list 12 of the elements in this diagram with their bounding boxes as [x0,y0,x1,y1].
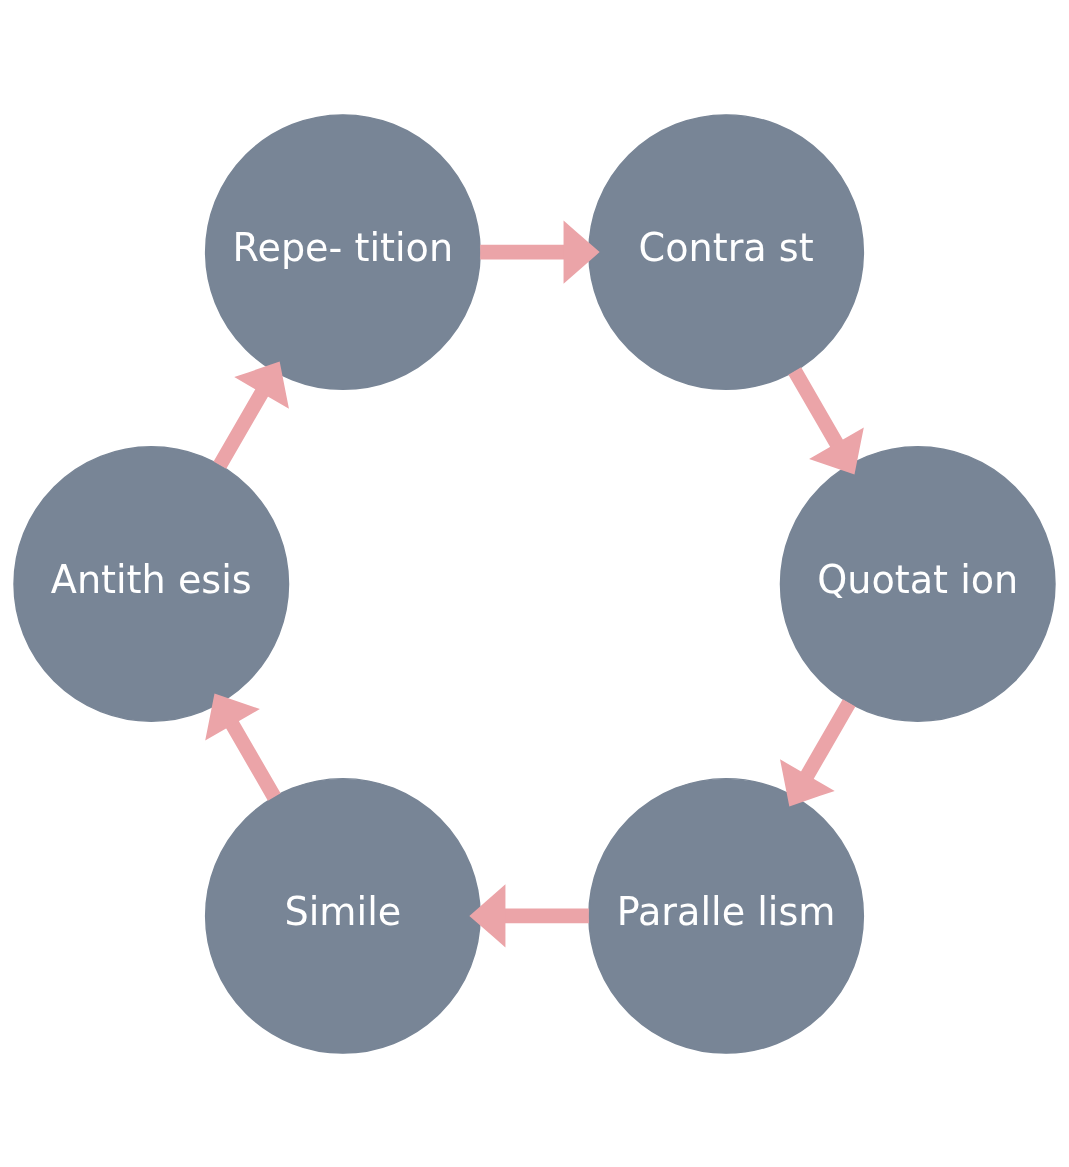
node-circle: Contra st [588,113,865,390]
node-circle: Paralle lism [588,777,865,1054]
arrow [213,361,289,469]
node-circle: Quotat ion [779,445,1056,722]
arrow [788,366,864,474]
arrow [205,693,281,801]
node-circle: Simile [204,777,481,1054]
arrow [469,883,589,947]
arrow [780,698,856,806]
arrow [480,220,600,284]
node-circle: Antith esis [13,445,290,722]
node-circle: Repe- tition [204,113,481,390]
